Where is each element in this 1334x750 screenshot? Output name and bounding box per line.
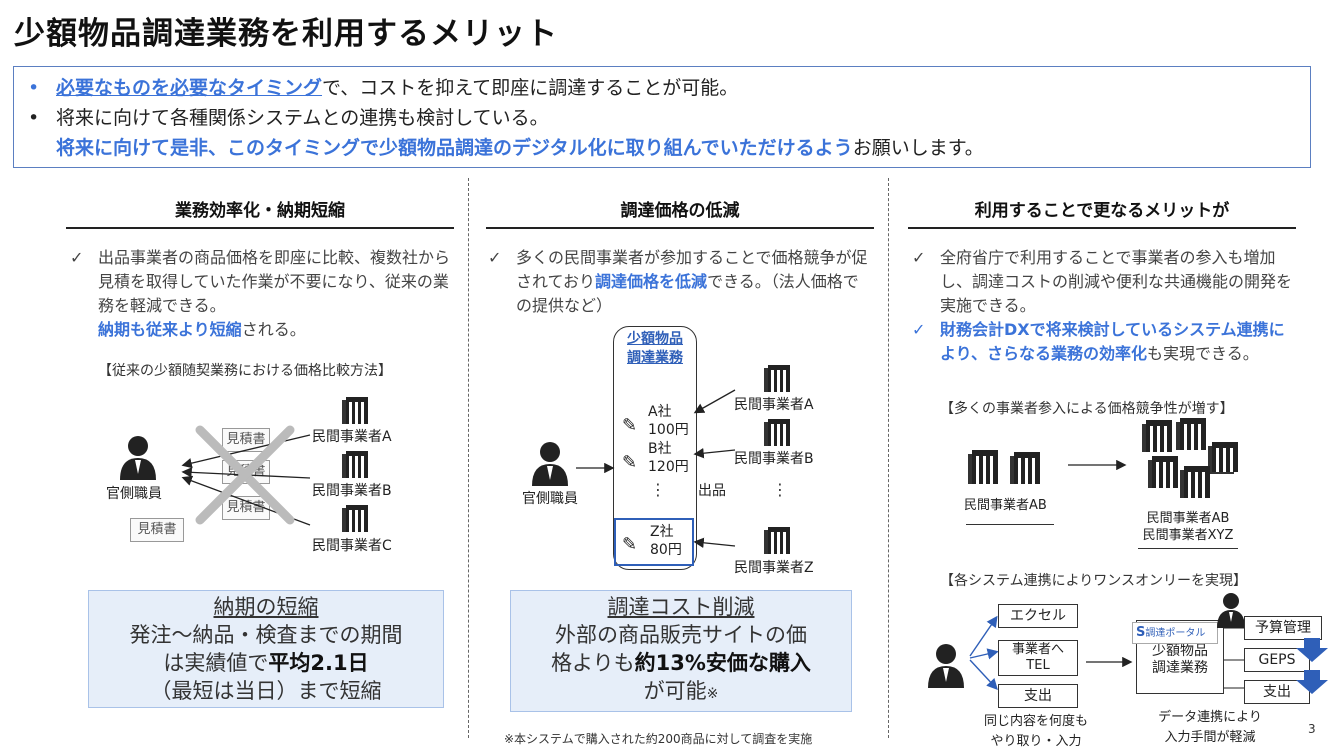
person-icon	[532, 442, 568, 486]
summary-highlight-1: 必要なものを必要なタイミング	[56, 77, 323, 99]
growth-arrow	[1068, 459, 1127, 471]
listing-label: 出品	[698, 483, 726, 499]
column-divider	[888, 178, 889, 738]
quote-document: 見積書	[222, 428, 270, 452]
col3-caption-2: 【各システム連携によりワンスオンリーを実現】	[940, 573, 1248, 589]
data-link-arrows	[1296, 638, 1328, 694]
geps-box: GEPS	[1244, 648, 1310, 672]
building-icon	[342, 397, 368, 424]
person-icon	[1217, 593, 1245, 628]
col1-caption: 【従来の少額随契業務における価格比較方法】	[98, 363, 392, 379]
note-right: データ連携により入力手間が軽減	[1158, 710, 1262, 745]
vendor-dots: ⋮	[772, 480, 788, 499]
quote-document: 見積書	[130, 518, 184, 542]
building-group-large-icon	[1142, 418, 1238, 498]
page-title: 少額物品調達業務を利用するメリット	[14, 16, 558, 52]
summary-highlight-3: 将来に向けて是非、このタイミングで少額物品調達のデジタル化に取り組んでいただける…	[56, 137, 853, 159]
summary-box: • 必要なものを必要なタイミングで、コストを抑えて即座に調達することが可能。 •…	[13, 66, 1311, 168]
pencil-icon: ✎	[622, 534, 638, 555]
building-icon	[764, 527, 790, 554]
vendor-ab-label: 民間事業者AB	[964, 498, 1047, 513]
col3-bullets: ✓全府省庁で利用することで事業者の参入も増加し、調達コストの削減や便利な共通機能…	[912, 246, 1298, 366]
official-label: 官側職員	[106, 486, 162, 502]
system-name: 少額物品調達業務	[627, 331, 683, 366]
page-number: 3	[1308, 722, 1316, 736]
building-icon	[342, 451, 368, 478]
person-icon	[928, 644, 964, 688]
col1-bullets: ✓ 出品事業者の商品価格を即座に比較、複数社から見積を取得していた作業が不要にな…	[70, 246, 456, 342]
building-group-icon	[968, 450, 1040, 484]
col3-caption-1: 【多くの事業者参入による価格競争性が増す】	[940, 401, 1234, 417]
listing-dots: ⋮	[650, 480, 666, 499]
pencil-icon: ✎	[622, 452, 638, 473]
listing-arrows	[576, 389, 736, 548]
portal-logo-icon: S	[1136, 625, 1146, 640]
building-icon	[764, 419, 790, 446]
spend-box: 支出	[998, 684, 1078, 708]
footnote: ※本システムで購入された約200商品に対して調査を実施	[504, 732, 813, 746]
spend2-box: 支出	[1244, 680, 1310, 704]
budget-box: 予算管理	[1244, 616, 1322, 640]
building-icon	[342, 505, 368, 532]
person-icon	[120, 436, 156, 480]
check-icon: ✓	[912, 248, 926, 267]
col3-heading: 利用することで更なるメリットが	[908, 196, 1296, 229]
check-icon: ✓	[488, 248, 502, 267]
check-icon: ✓	[70, 248, 84, 267]
quote-flow-arrows	[181, 425, 311, 526]
vendor-c-label: 民間事業者C	[312, 538, 392, 554]
vendor-a-label: 民間事業者A	[734, 397, 814, 413]
column-divider	[468, 178, 469, 738]
sync-lines	[1224, 627, 1246, 689]
delivery-result-box: 納期の短縮 発注～納品・検査までの期間 は実績値で平均2.1日 （最短は当日）ま…	[88, 590, 444, 708]
result-title: 調達コスト削減	[607, 595, 755, 619]
portal-logo: S調達ポータル	[1132, 622, 1218, 644]
vendor-b-label: 民間事業者B	[312, 483, 392, 499]
vendor-a-label: 民間事業者A	[312, 429, 392, 445]
result-title: 納期の短縮	[213, 595, 319, 619]
official-label: 官側職員	[522, 491, 578, 507]
summary-line-2: 将来に向けて各種関係システムとの連携も検討している。	[56, 107, 549, 129]
col2-bullets: ✓ 多くの民間事業者が参加することで価格競争が促されており調達価格を低減できる。…	[488, 246, 874, 318]
system-pill	[613, 326, 697, 570]
col2-heading: 調達価格の低減	[486, 196, 874, 229]
excel-box: エクセル	[998, 604, 1078, 628]
check-icon: ✓	[912, 320, 926, 339]
vendor-b-label: 民間事業者B	[734, 451, 814, 467]
building-icon	[764, 365, 790, 392]
cost-result-box: 調達コスト削減 外部の商品販売サイトの価 格よりも約13%安価な購入 が可能※	[510, 590, 852, 712]
quote-document: 見積書	[222, 496, 270, 520]
pencil-icon: ✎	[622, 415, 638, 436]
note-left: 同じ内容を何度もやり取り・入力	[983, 714, 1088, 749]
vendor-z-label: 民間事業者Z	[734, 560, 814, 576]
col1-heading: 業務効率化・納期短縮	[66, 196, 454, 229]
once-only-arrows	[969, 615, 1133, 691]
